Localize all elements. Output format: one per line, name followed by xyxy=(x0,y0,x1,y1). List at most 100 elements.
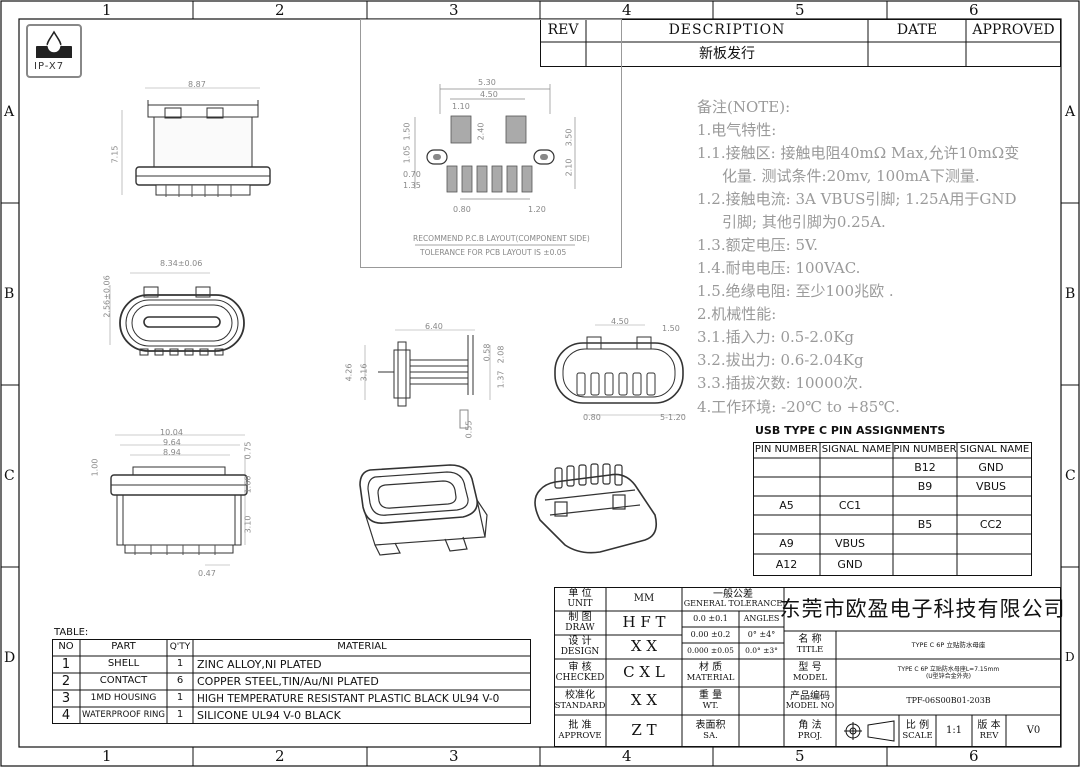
bom-row4-no: 4 xyxy=(61,707,71,723)
bom-row2-part: CONTACT xyxy=(99,675,148,687)
pcb-pin-pad-2 xyxy=(461,165,473,193)
tb-unit-value: MM xyxy=(633,592,655,604)
pcb-pin-pad-1 xyxy=(446,165,458,193)
tb-modelno-cn: 产品编码 xyxy=(790,690,830,702)
note-line-1: 1.电气特性: xyxy=(697,121,777,139)
row-label-right-c: C xyxy=(1065,468,1076,484)
front-mid-view xyxy=(109,272,245,356)
pin-row2-pin-b: B9 xyxy=(917,479,933,493)
tb-modelno-label: 产品编码 MODEL NO xyxy=(784,687,836,715)
pin-row2-signal-b: VBUS xyxy=(975,479,1007,493)
isometric-front-view xyxy=(359,464,488,556)
pcb-dim-h6: 1.35 xyxy=(403,181,421,190)
logo-caption: IP-X7 xyxy=(34,61,65,72)
row-label-left-c: C xyxy=(4,468,15,484)
bom-header-no: NO xyxy=(58,641,74,653)
pcb-layout-drawing xyxy=(414,84,576,246)
bom-row3-part: 1MD HOUSING xyxy=(90,692,157,703)
pin-row6-pin-a: A12 xyxy=(775,558,798,572)
note-line-12: 3.3.插拔次数: 10000次. xyxy=(697,374,863,392)
bottom-dim-w1: 4.50 xyxy=(611,317,629,326)
tb-checked-value: C X L xyxy=(623,663,665,682)
front-bottom-dim-h4: 3.10 xyxy=(243,515,253,534)
row-label-left-a: A xyxy=(4,104,15,120)
col-label-top-2: 2 xyxy=(275,1,285,19)
bom-row2-no: 2 xyxy=(61,673,71,689)
pin-row1-pin-b: B12 xyxy=(914,460,936,474)
tb-company-name: 东莞市欧盈电子科技有限公司 xyxy=(779,596,1066,621)
bom-row1-part: SHELL xyxy=(107,658,140,670)
tb-checked-cn: 审 核 xyxy=(568,662,592,674)
pcb-dim-pitch: 0.80 xyxy=(453,205,471,214)
tb-unit-cn: 单 位 xyxy=(568,588,592,600)
note-line-7: 1.4.耐电电压: 100VAC. xyxy=(697,259,861,277)
side-dim-length: 6.40 xyxy=(425,322,443,331)
revision-table-grid xyxy=(540,19,1061,67)
front-bottom-dim-w1: 10.04 xyxy=(160,428,183,437)
tb-sa-label: 表面积 SA. xyxy=(682,715,739,747)
tb-weight-cn: 重 量 xyxy=(698,690,723,702)
pcb-dim-pad-w: 1.10 xyxy=(452,102,470,111)
tb-material-cn: 材 质 xyxy=(698,662,723,674)
bom-header-qty: Q'TY xyxy=(169,641,191,652)
tb-approve-cn: 批 准 xyxy=(568,720,592,732)
pcb-dim-inner: 4.50 xyxy=(480,90,498,99)
note-line-9: 2.机械性能: xyxy=(697,305,777,323)
side-dim-h6: 0.55 xyxy=(464,420,474,439)
tb-modelno-value: TPF-06S00B01-203B xyxy=(906,695,991,705)
pcb-layout-tolerance: TOLERANCE FOR PCB LAYOUT IS ±0.05 xyxy=(420,248,567,257)
pcb-pin-pad-3 xyxy=(476,165,488,193)
row-label-right-b: B xyxy=(1065,286,1076,302)
tb-design-value: X X xyxy=(630,637,658,656)
tb-unit-en: UNIT xyxy=(567,598,593,609)
tb-model-value-line1: TYPE C 6P 立贴防水母座L=7.15mm xyxy=(897,665,1000,673)
bottom-view xyxy=(554,324,685,416)
bom-title: TABLE: xyxy=(54,627,89,638)
col-label-top-1: 1 xyxy=(102,1,112,19)
tb-weight-label: 重 量 WT. xyxy=(682,687,739,715)
tb-title-label: 名 称 TITLE xyxy=(784,631,836,659)
side-dim-h4: 2.08 xyxy=(496,345,506,364)
tb-tolerance-header: 一般公差 GENERAL TOLERANCE xyxy=(682,587,784,611)
bom-grid xyxy=(52,639,531,724)
ip-x7-logo: IP-X7 xyxy=(26,24,82,78)
note-line-11: 3.2.拔出力: 0.6-2.04Kg xyxy=(697,351,864,369)
pin-row3-signal-a: CC1 xyxy=(838,498,862,512)
tb-rev-value: V0 xyxy=(1026,724,1041,736)
col-label-bottom-4: 4 xyxy=(622,747,632,765)
tb-design-label: 设 计 DESIGN xyxy=(554,635,606,659)
front-bottom-dim-h1: 1.00 xyxy=(90,458,100,477)
tb-tolerance-en: GENERAL TOLERANCE xyxy=(683,599,783,609)
bom-row4-qty: 1 xyxy=(176,709,184,721)
pcb-pin-pad-5 xyxy=(506,165,518,193)
isometric-bottom-view xyxy=(534,463,658,554)
pcb-pin-pad-6 xyxy=(521,165,533,193)
tb-draw-en: DRAW xyxy=(565,622,595,633)
col-label-bottom-2: 2 xyxy=(275,747,285,765)
tb-standard-value: X X xyxy=(630,691,658,710)
tb-approve-label: 批 准 APPROVE xyxy=(554,715,606,747)
pin-row4-signal-b: CC2 xyxy=(979,517,1003,531)
pin-row5-pin-a: A9 xyxy=(779,537,794,551)
front-mid-dim-height: 2.56±0.06 xyxy=(102,275,112,318)
tb-approve-value: Z T xyxy=(631,721,657,740)
pin-row1-signal-b: GND xyxy=(978,460,1004,474)
row-label-right-a: A xyxy=(1065,104,1076,120)
pcb-pad-right xyxy=(505,115,527,144)
pin-row5-signal-a: VBUS xyxy=(834,537,866,551)
tb-modelno-en: MODEL NO xyxy=(785,701,835,711)
tb-design-cn: 设 计 xyxy=(568,636,592,648)
title-block-grid xyxy=(554,587,1061,747)
bom-row1-no: 1 xyxy=(61,656,71,672)
col-label-bottom-6: 6 xyxy=(969,747,979,765)
bottom-dim-pitch: 0.80 xyxy=(583,413,601,422)
note-line-0: 备注(NOTE): xyxy=(697,98,791,116)
tb-tol-row1-angle: ANGLES xyxy=(743,613,780,623)
front-top-view xyxy=(121,87,271,197)
tb-proj-en: PROJ. xyxy=(797,730,823,741)
tb-unit-label: 单 位 UNIT xyxy=(554,587,606,611)
tb-tol-row3-angle: 0.0° ±3° xyxy=(745,646,778,656)
tb-weight-en: WT. xyxy=(702,700,719,711)
col-label-top-5: 5 xyxy=(795,1,805,19)
pcb-dim-h1: 2.40 xyxy=(476,122,486,141)
